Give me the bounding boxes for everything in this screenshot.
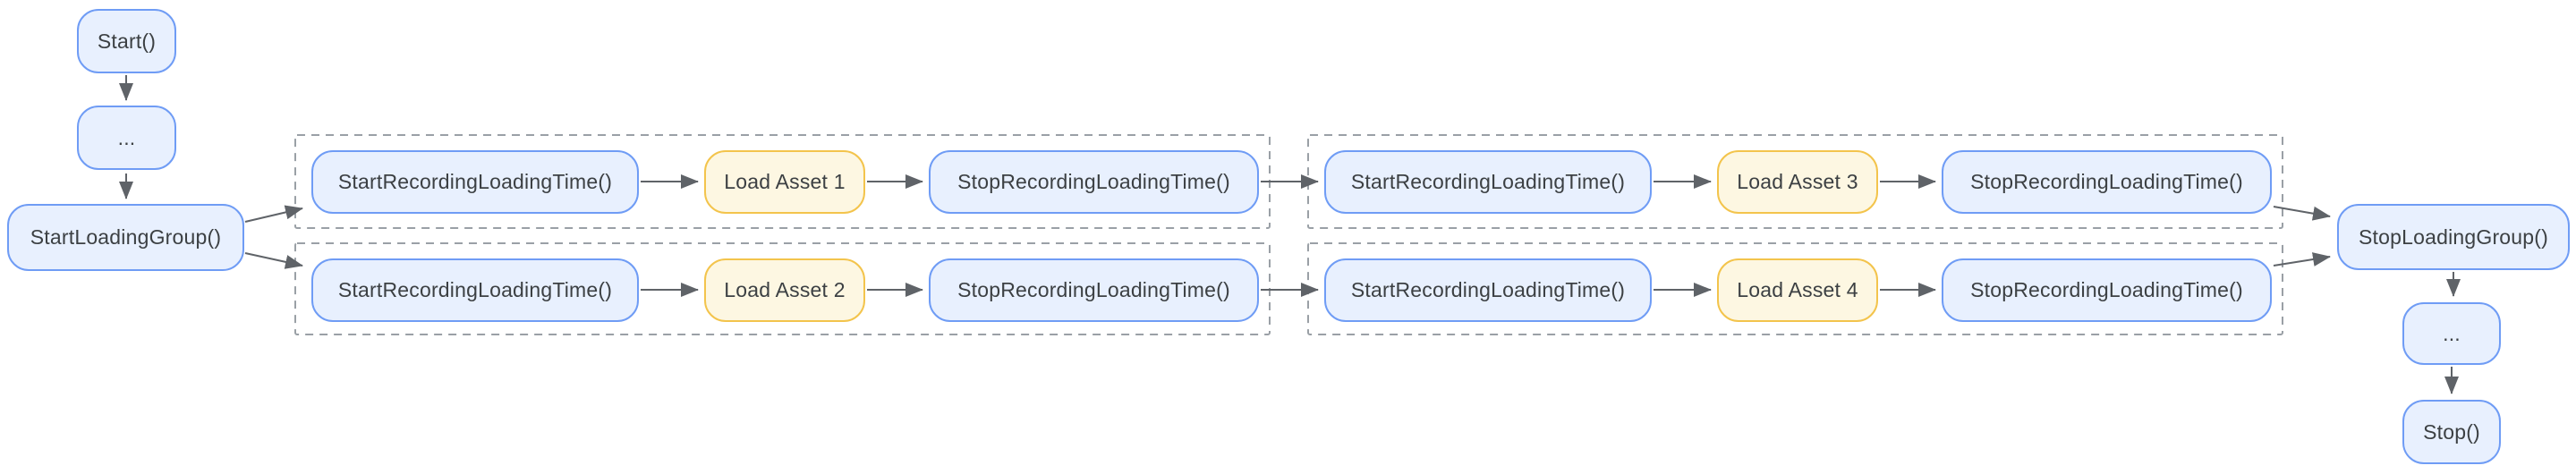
node-ellipsis-before-group: ... xyxy=(77,106,176,170)
node-start-loading-group: StartLoadingGroup() xyxy=(7,204,244,271)
node-group1-row2-stop-recording: StopRecordingLoadingTime() xyxy=(929,258,1259,322)
arrow-start-loading-group-to-row1 xyxy=(244,205,303,223)
node-stop-loading-group: StopLoadingGroup() xyxy=(2337,204,2570,270)
node-group2-row1-start-recording: StartRecordingLoadingTime() xyxy=(1324,150,1652,214)
node-group2-row2-start-recording: StartRecordingLoadingTime() xyxy=(1324,258,1652,322)
node-group2-row1-stop-recording: StopRecordingLoadingTime() xyxy=(1942,150,2272,214)
node-ellipsis-after-group: ... xyxy=(2402,302,2501,365)
node-group1-row2-load-asset: Load Asset 2 xyxy=(704,258,865,322)
node-stop: Stop() xyxy=(2402,400,2501,464)
node-group1-row1-load-asset: Load Asset 1 xyxy=(704,150,865,214)
node-start: Start() xyxy=(77,9,176,73)
node-group2-row1-load-asset: Load Asset 3 xyxy=(1717,150,1878,214)
arrow-g2r2-to-stop-loading-group xyxy=(2273,252,2331,267)
node-group2-row2-load-asset: Load Asset 4 xyxy=(1717,258,1878,322)
node-group2-row2-stop-recording: StopRecordingLoadingTime() xyxy=(1942,258,2272,322)
node-group1-row1-start-recording: StartRecordingLoadingTime() xyxy=(311,150,639,214)
arrow-g2r1-to-stop-loading-group xyxy=(2273,206,2331,221)
arrow-start-loading-group-to-row2 xyxy=(244,252,303,269)
node-group1-row1-stop-recording: StopRecordingLoadingTime() xyxy=(929,150,1259,214)
node-group1-row2-start-recording: StartRecordingLoadingTime() xyxy=(311,258,639,322)
